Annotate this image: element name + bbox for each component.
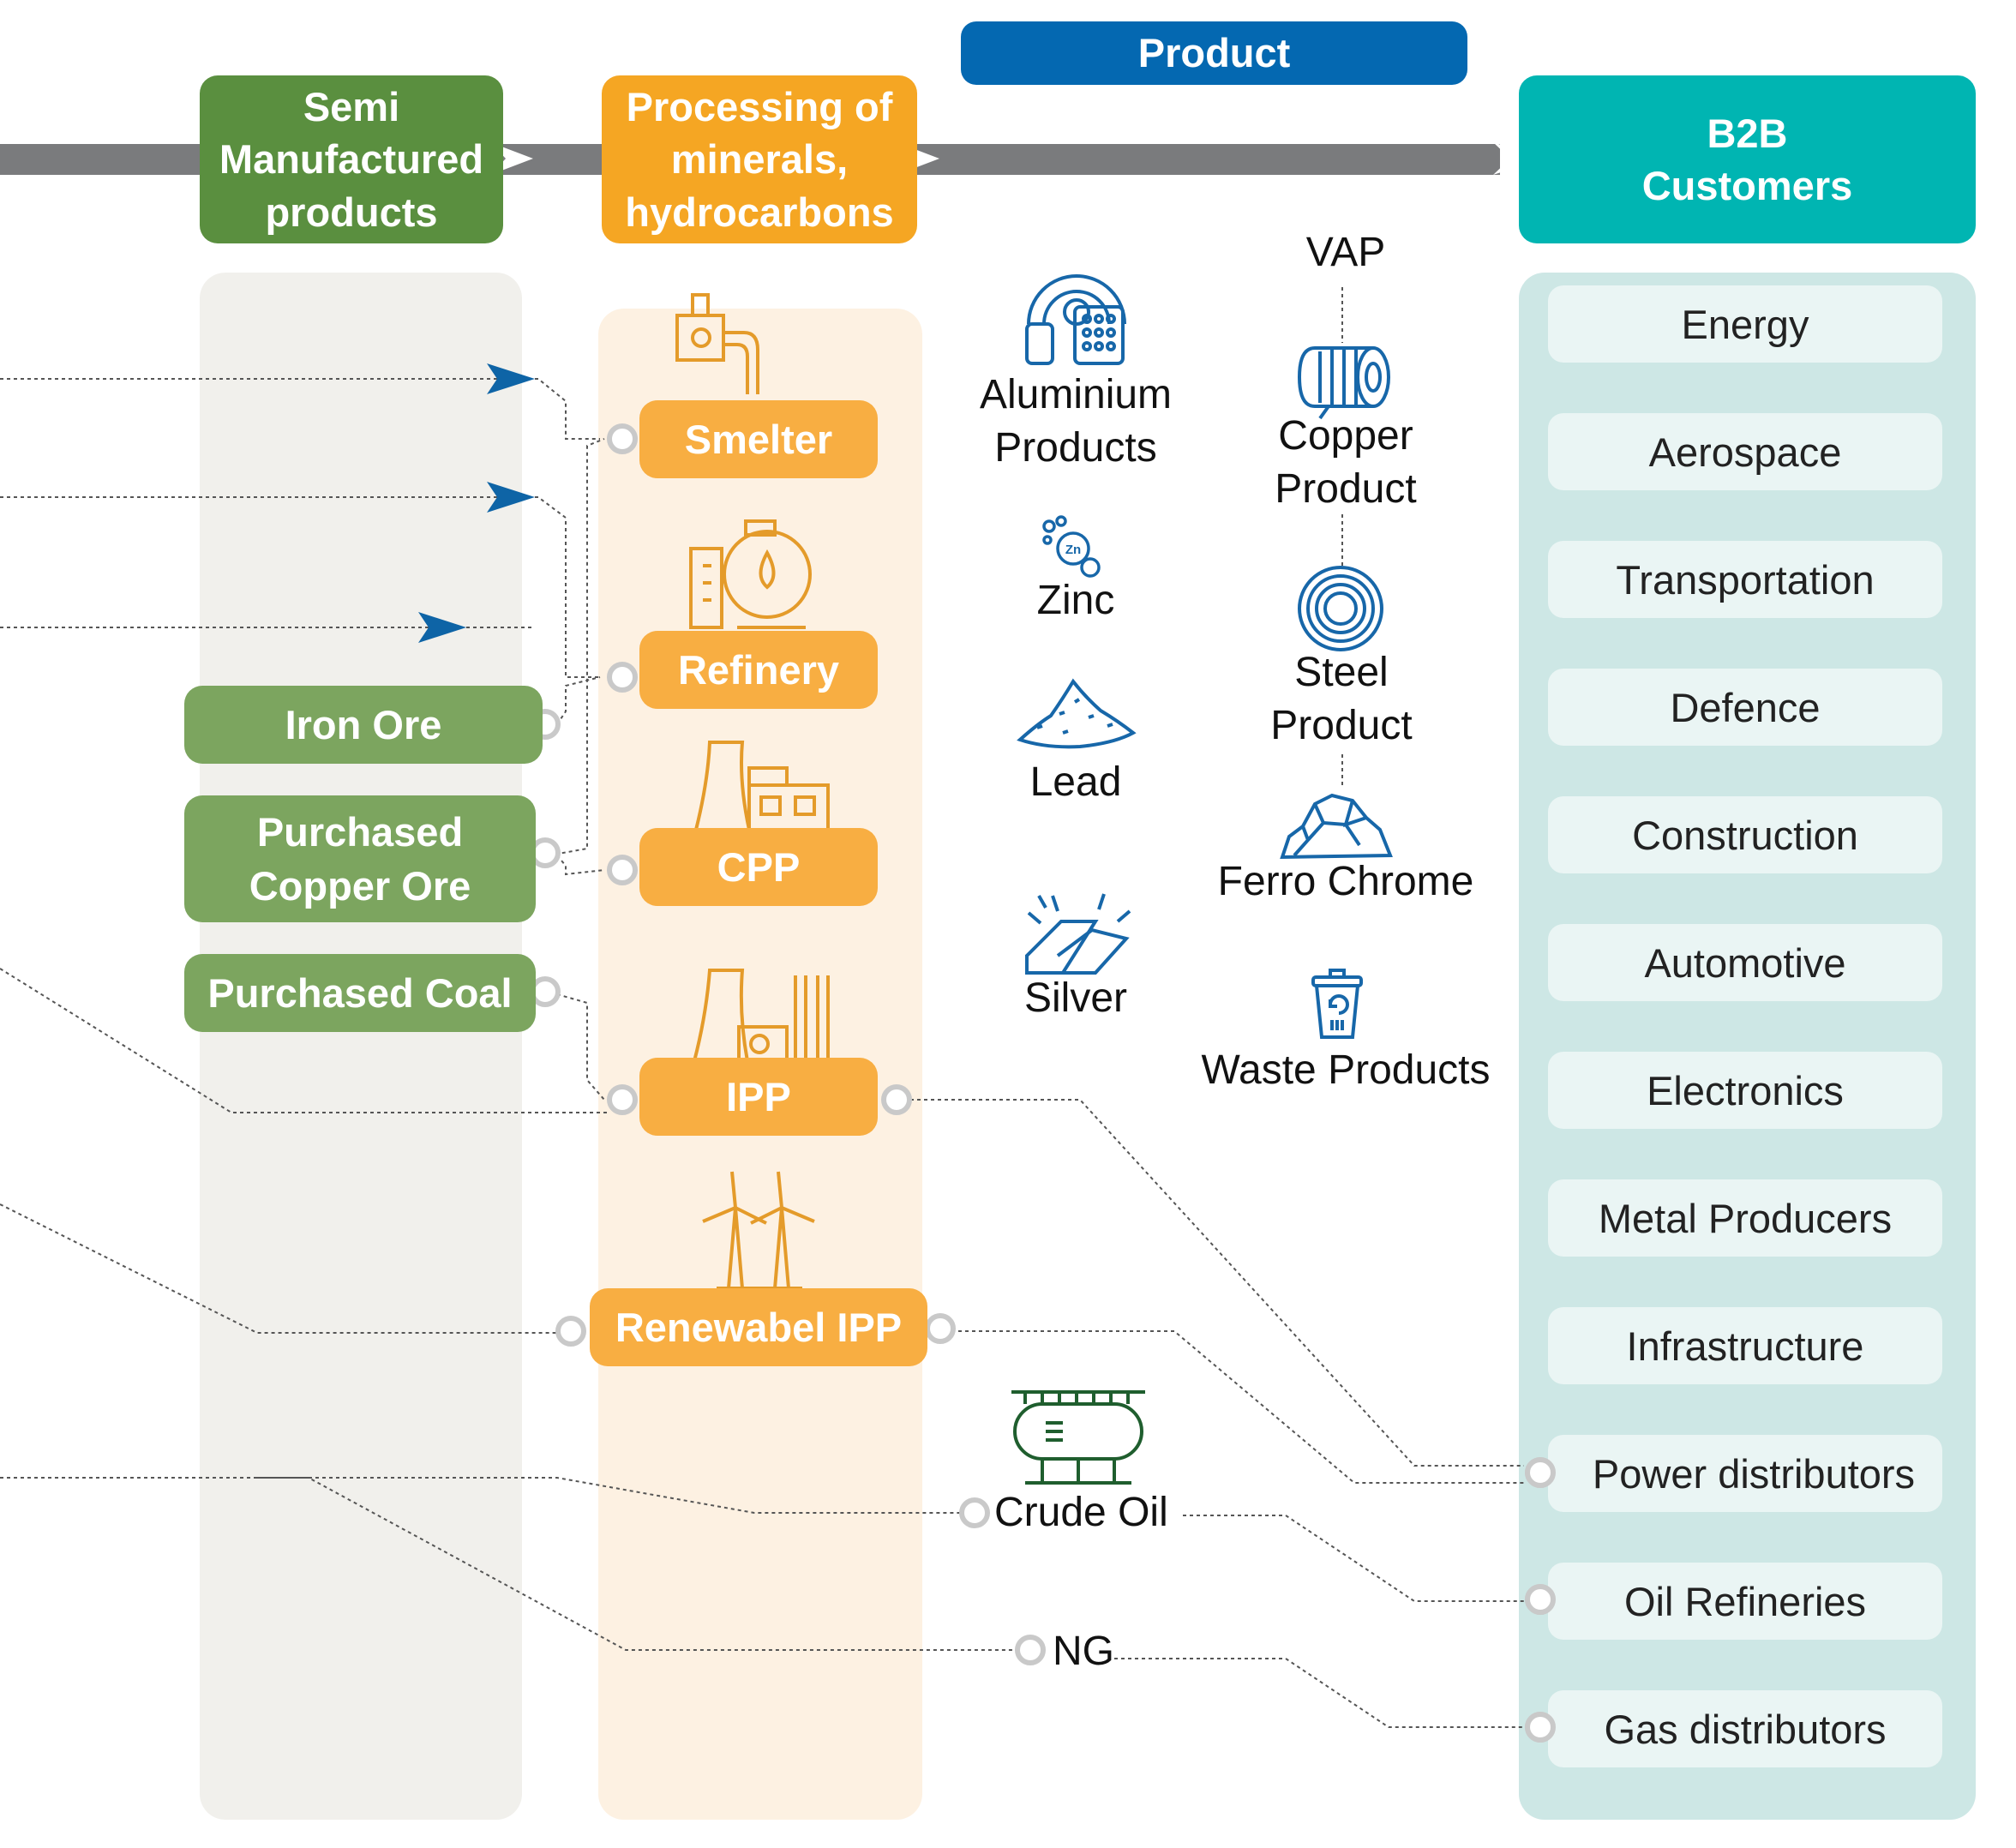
iron-ore-box[interactable]: Iron Ore — [184, 686, 543, 764]
semi-header-line-2: Manufactured — [219, 136, 484, 183]
customer-infrastructure-label: Infrastructure — [1626, 1323, 1864, 1369]
copper-product-label: Copper Product — [1234, 410, 1457, 517]
renewable-ipp-button[interactable]: Renewabel IPP — [590, 1288, 927, 1366]
purchased-coal-box[interactable]: Purchased Coal — [184, 954, 536, 1032]
ng-text: NG — [1053, 1629, 1114, 1674]
crude-oil-text: Crude Oil — [994, 1490, 1168, 1535]
aluminium-line-2: Products — [994, 425, 1157, 471]
vap-label: VAP — [1260, 226, 1431, 279]
customer-oil-refineries-label: Oil Refineries — [1623, 1578, 1867, 1624]
customer-power-distributors[interactable]: Power distributors — [1548, 1435, 1942, 1512]
lead-label: Lead — [986, 756, 1166, 809]
steel-line-2: Product — [1270, 703, 1413, 749]
processing-header: Processing of minerals, hydrocarbons — [602, 75, 917, 243]
purchased-copper-ore-box[interactable]: Purchased Copper Ore — [184, 795, 536, 922]
semi-manufactured-header: Semi Manufactured products — [200, 75, 503, 243]
copper-ore-line-2: Copper Ore — [249, 863, 471, 909]
renewable-ipp-label: Renewabel IPP — [615, 1305, 903, 1350]
steel-line-1: Steel — [1294, 650, 1389, 695]
refinery-tank-icon — [689, 519, 812, 629]
crude-oil-tank-icon — [1011, 1390, 1145, 1485]
customer-construction-label: Construction — [1632, 812, 1858, 858]
customer-transportation[interactable]: Transportation — [1548, 541, 1942, 618]
aluminium-products-icon — [1025, 274, 1126, 365]
customer-gas-distributors-label: Gas distributors — [1604, 1706, 1887, 1752]
waste-products-text: Waste Products — [1201, 1047, 1491, 1093]
customer-metal-producers-label: Metal Producers — [1598, 1195, 1893, 1241]
aluminium-products-label: Aluminium Products — [960, 369, 1191, 476]
smelter-button[interactable]: Smelter — [639, 400, 878, 478]
processing-header-line-3: hydrocarbons — [625, 189, 894, 235]
copper-wire-spool-icon — [1297, 346, 1390, 420]
ferro-chrome-text: Ferro Chrome — [1217, 859, 1474, 904]
vap-text: VAP — [1305, 230, 1386, 275]
crude-oil-label: Crude Oil — [994, 1486, 1183, 1539]
customer-aerospace-label: Aerospace — [1648, 429, 1842, 475]
power-plant-icon — [693, 741, 830, 831]
customer-electronics[interactable]: Electronics — [1548, 1052, 1942, 1129]
processing-header-line-1: Processing of — [626, 84, 893, 130]
ferro-chrome-rock-icon — [1280, 793, 1393, 860]
iron-ore-label: Iron Ore — [285, 701, 442, 747]
semi-manufactured-panel — [200, 273, 522, 1820]
customer-energy[interactable]: Energy — [1548, 285, 1942, 363]
silver-label: Silver — [986, 972, 1166, 1025]
ipp-button[interactable]: IPP — [639, 1058, 878, 1136]
customer-infrastructure[interactable]: Infrastructure — [1548, 1307, 1942, 1384]
zinc-label: Zinc — [986, 574, 1166, 627]
customer-oil-refineries[interactable]: Oil Refineries — [1548, 1563, 1942, 1640]
semi-header-line-3: products — [265, 189, 438, 235]
lead-pile-icon — [1017, 678, 1137, 749]
customer-defence[interactable]: Defence — [1548, 669, 1942, 746]
steel-product-label: Steel Product — [1226, 646, 1457, 753]
smelter-icon — [675, 293, 759, 394]
cooling-tower-icon — [692, 969, 835, 1063]
cpp-label: CPP — [717, 844, 801, 890]
customer-defence-label: Defence — [1670, 684, 1821, 730]
b2b-header-line-1: B2B — [1707, 110, 1788, 156]
customer-electronics-label: Electronics — [1647, 1067, 1844, 1113]
customer-metal-producers[interactable]: Metal Producers — [1548, 1179, 1942, 1257]
zinc-icon: Zn — [1042, 515, 1101, 578]
b2b-customers-header: B2B Customers — [1519, 75, 1976, 243]
b2b-customers-panel — [1519, 273, 1976, 1820]
lead-text: Lead — [1029, 759, 1122, 805]
ipp-label: IPP — [726, 1074, 791, 1119]
product-header-label: Product — [1137, 30, 1291, 76]
ng-label: NG — [1053, 1625, 1138, 1678]
customer-transportation-label: Transportation — [1616, 556, 1875, 603]
customer-gas-distributors[interactable]: Gas distributors — [1548, 1690, 1942, 1767]
copper-ore-line-1: Purchased — [256, 808, 464, 855]
purchased-coal-label: Purchased Coal — [207, 969, 513, 1016]
ferro-chrome-label: Ferro Chrome — [1200, 855, 1491, 909]
customer-aerospace[interactable]: Aerospace — [1548, 413, 1942, 490]
customer-automotive-label: Automotive — [1644, 939, 1846, 986]
customer-connector-nodes — [1525, 1457, 1556, 1743]
silver-bars-icon — [1025, 893, 1131, 975]
semi-header-line-1: Semi — [303, 84, 400, 130]
processing-header-line-2: minerals, — [670, 136, 849, 183]
customer-construction[interactable]: Construction — [1548, 796, 1942, 873]
copper-line-2: Product — [1275, 466, 1417, 513]
wind-turbine-icon — [702, 1171, 815, 1290]
customer-energy-label: Energy — [1681, 301, 1809, 347]
copper-line-1: Copper — [1278, 413, 1413, 459]
cpp-button[interactable]: CPP — [639, 828, 878, 906]
product-header: Product — [961, 21, 1467, 85]
smelter-label: Smelter — [684, 417, 833, 462]
zinc-text: Zinc — [1036, 578, 1115, 623]
b2b-header-line-2: Customers — [1641, 163, 1853, 208]
steel-coil-icon — [1298, 566, 1383, 651]
aluminium-line-1: Aluminium — [979, 372, 1173, 417]
customer-power-distributors-label: Power distributors — [1592, 1450, 1916, 1497]
waste-bin-icon — [1311, 969, 1363, 1039]
refinery-label: Refinery — [677, 647, 840, 693]
customer-automotive[interactable]: Automotive — [1548, 924, 1942, 1001]
silver-text: Silver — [1023, 975, 1128, 1021]
waste-products-label: Waste Products — [1183, 1044, 1509, 1097]
refinery-button[interactable]: Refinery — [639, 631, 878, 709]
svg-text:Zn: Zn — [1065, 543, 1081, 557]
